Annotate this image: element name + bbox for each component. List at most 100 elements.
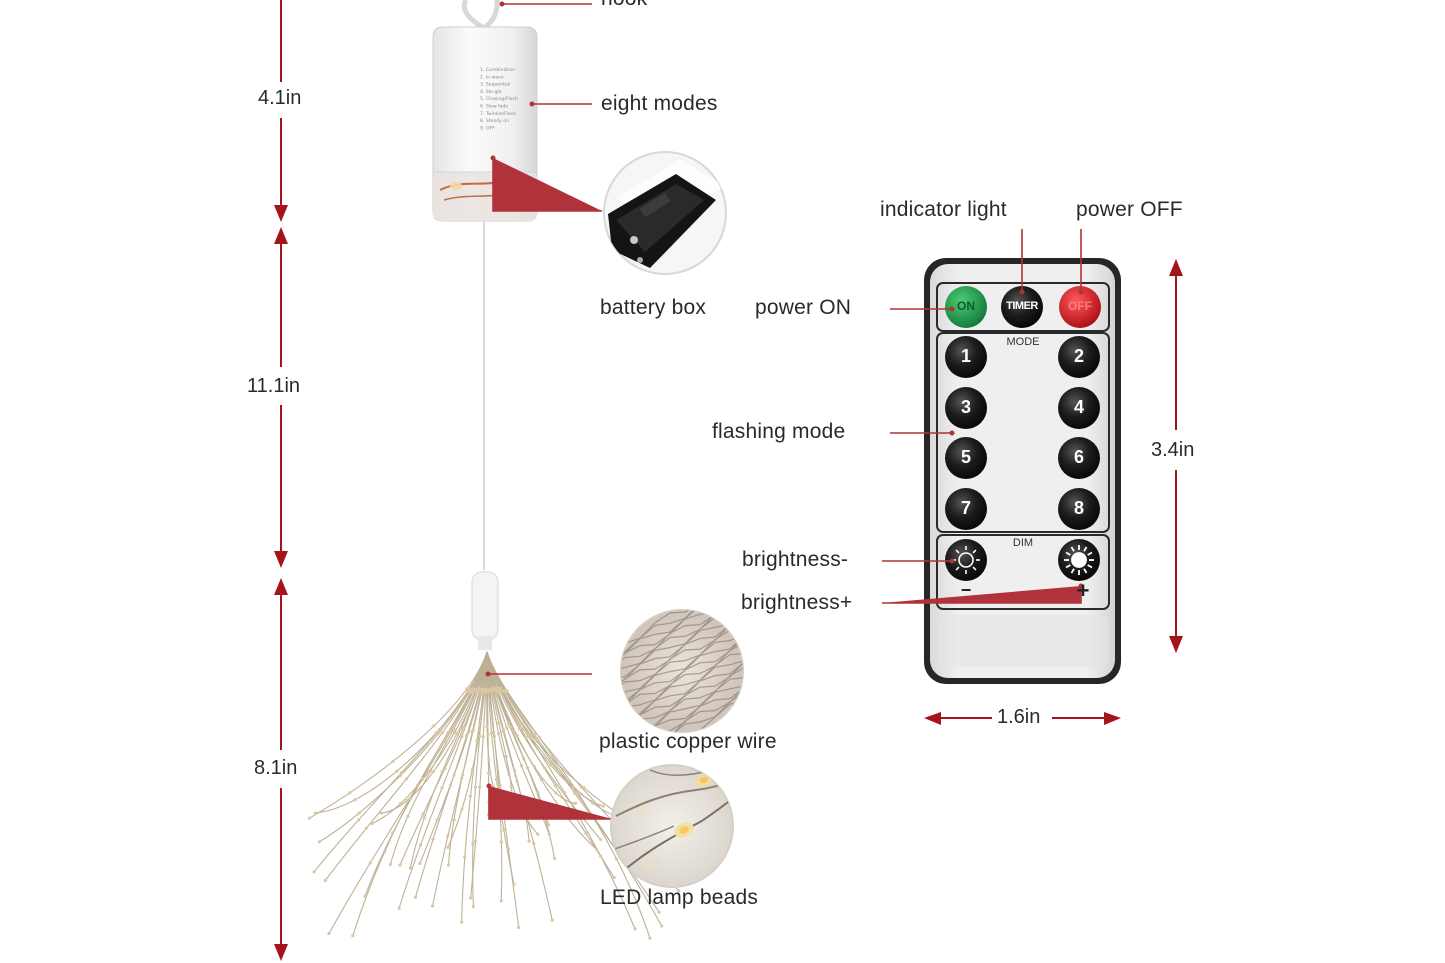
sun-ray (1070, 546, 1075, 552)
firework-bead (499, 840, 503, 844)
firework-bead (356, 818, 361, 822)
firework-bead (448, 729, 452, 733)
firework-bead (471, 728, 475, 732)
firework-bead (442, 740, 446, 744)
callout-eight-modes: eight modes (601, 92, 718, 115)
mode-key-3 (945, 387, 987, 429)
callout-brightness-minus: brightness- (742, 548, 849, 571)
firework-bead (421, 812, 425, 816)
remote-control (924, 258, 1121, 684)
firework-bead (614, 857, 619, 861)
dim-heading: DIM (1012, 537, 1034, 549)
firework-bead (519, 764, 524, 768)
dimension-top-height: 4.1in (258, 87, 302, 109)
timer-button: TIMER (1006, 300, 1038, 312)
firework-bead (440, 731, 444, 735)
callout-plastic-copper-wire: plastic copper wire (599, 730, 777, 753)
sun-ray (1065, 551, 1071, 556)
firework-bead (536, 790, 540, 795)
firework-bead (391, 831, 395, 835)
firework-bead (507, 722, 511, 726)
firework-bead (432, 724, 436, 728)
firework-bead (529, 736, 533, 740)
firework-bead (517, 925, 521, 930)
firework-bead (420, 777, 425, 781)
sun-ray (1083, 568, 1088, 574)
dimension-remote-height: 3.4in (1151, 439, 1195, 461)
firework-bead (443, 767, 447, 771)
mode-key-6 (1058, 437, 1100, 479)
firework-bead (364, 826, 368, 830)
firework-bead (574, 801, 578, 805)
firework-bead (427, 769, 431, 774)
firework-bead (307, 816, 311, 820)
firework-bead (536, 832, 540, 836)
firework-strand (324, 651, 488, 881)
firework-bead (562, 791, 567, 795)
firework-bead (525, 766, 530, 770)
callout-power-on: power ON (755, 296, 852, 319)
firework-bead (584, 831, 588, 835)
case-mode-list-item: 3. Sequential (480, 82, 510, 88)
firework-bead (648, 936, 652, 940)
firework-bead (492, 734, 496, 739)
firework-bead (400, 771, 404, 775)
firework-bead (440, 786, 444, 790)
hook-shape (461, 0, 500, 31)
firework-bead (370, 821, 374, 826)
firework-bead (317, 840, 321, 844)
firework-bead (473, 785, 477, 789)
firework-bead (549, 755, 553, 759)
firework-bead (452, 773, 456, 777)
firework-bead (351, 934, 355, 938)
case-mode-list-item: 8. Steady on (480, 118, 509, 124)
callout-flashing-mode: flashing mode (712, 420, 846, 443)
firework-bead (532, 841, 536, 845)
callout-led-lamp-beads: LED lamp beads (600, 886, 759, 909)
firework-bead (382, 850, 387, 854)
firework-bead (521, 727, 525, 731)
firework-bead (582, 786, 586, 790)
firework-bead (547, 832, 551, 836)
case-mode-list-item: 4. Slo-glo (480, 89, 502, 95)
copper-wire-strand (621, 672, 743, 732)
firework-bead (446, 834, 450, 838)
firework-bead (527, 839, 531, 843)
dim-plus-sun-icon (1064, 545, 1094, 575)
firework-strand (486, 651, 651, 939)
firework-bead (515, 734, 519, 738)
firework-bead (571, 803, 575, 808)
firework-bead (408, 866, 412, 870)
callout-hook: hook (601, 0, 647, 11)
dimension-remote-width: 1.6in (997, 706, 1041, 728)
firework-bead (391, 759, 395, 763)
case-mode-list-item: 2. In wave (480, 74, 504, 80)
firework-bead (487, 758, 491, 762)
firework-bead (497, 721, 501, 725)
firework-bead (431, 770, 435, 774)
firework-bead (504, 754, 508, 759)
firework-bead (553, 783, 557, 788)
firework-bead (368, 861, 372, 865)
battery-box-photo (603, 151, 727, 275)
firework-bead (657, 910, 661, 914)
copper-wire-strand (621, 690, 743, 732)
firework-bead (453, 730, 457, 735)
firework-bead (363, 894, 367, 898)
firework-bead (522, 756, 526, 761)
firework-bead (460, 807, 464, 811)
copper-wire-strand (621, 610, 743, 675)
firework-bead (422, 816, 426, 820)
firework-bead (446, 863, 451, 867)
firework-bead (430, 904, 435, 908)
mode-heading: MODE (1006, 336, 1040, 348)
firework-bead (579, 785, 584, 789)
firework-bead (438, 727, 442, 731)
firework-bead (558, 771, 562, 775)
firework-bead (524, 735, 528, 740)
firework-bead (601, 804, 605, 808)
firework-bead (469, 690, 473, 695)
firework-bead (633, 927, 637, 931)
led-beads-photo (610, 764, 734, 888)
firework-beads (307, 686, 681, 940)
